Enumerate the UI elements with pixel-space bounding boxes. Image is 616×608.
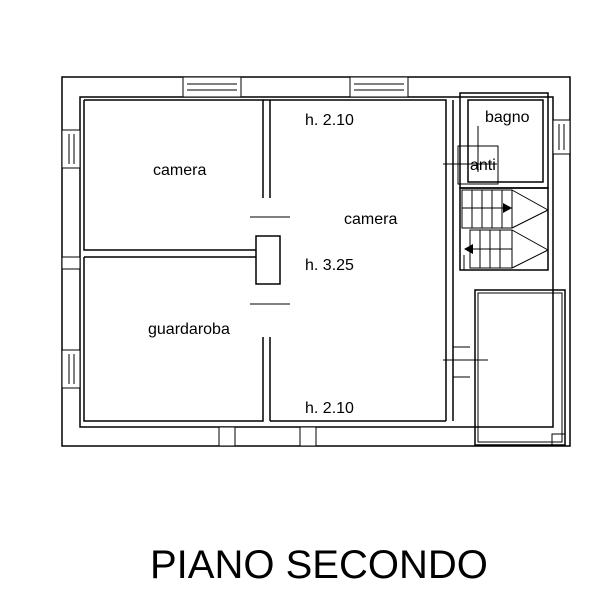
room-label-camera-main: camera <box>344 211 397 228</box>
room-label-bagno: bagno <box>485 109 530 126</box>
stair-arrow-up-head <box>503 203 512 213</box>
opening-left-middle <box>61 256 81 270</box>
height-label-bottom: h. 2.10 <box>305 400 354 417</box>
stair-arrow-down-head <box>464 244 473 254</box>
window-top-left <box>182 76 242 98</box>
room-label-guardaroba: guardaroba <box>148 321 230 338</box>
opening-bottom-left <box>218 426 236 447</box>
height-label-middle: h. 3.25 <box>305 257 354 274</box>
interior-walls <box>83 99 497 422</box>
window-left-lower <box>61 349 81 389</box>
room-label-anti: anti <box>470 157 496 174</box>
room-label-camera-left: camera <box>153 162 206 179</box>
window-top-center <box>349 76 409 98</box>
windows <box>61 76 571 447</box>
window-right-bagno <box>552 119 571 155</box>
plan-title: PIANO SECONDO <box>150 543 488 587</box>
staircase <box>459 187 549 271</box>
opening-bottom-center <box>299 426 317 447</box>
window-left-upper <box>61 129 81 169</box>
right-lower-block <box>474 289 566 446</box>
height-label-top: h. 2.10 <box>305 112 354 129</box>
